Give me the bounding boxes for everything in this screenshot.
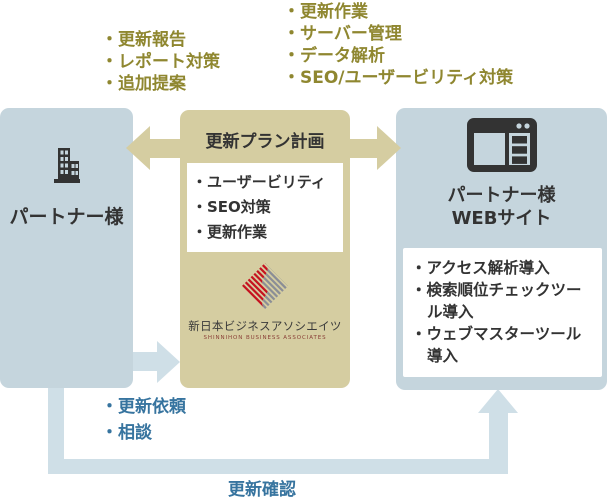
list-item: ・ウェブマスターツール導入: [411, 325, 582, 365]
list-item: ・データ解析: [283, 46, 385, 66]
company-logo-name: 新日本ビジネスアソシエイツ: [188, 319, 342, 333]
update-check-connector-vertical-right: [489, 412, 508, 474]
update-check-connector-vertical-left: [48, 386, 64, 474]
arrow-plan-to-website-head: [377, 126, 401, 170]
partner-to-plan-items-list: ・更新依頼 ・相談: [101, 394, 186, 446]
plan-to-website-items-list: ・更新作業 ・サーバー管理 ・データ解析 ・SEO/ユーザービリティ対策: [283, 1, 513, 89]
list-item: ・更新作業: [283, 2, 368, 22]
list-item: ・ユーザービリティ: [192, 173, 326, 191]
list-item: ・SEO/ユーザービリティ対策: [283, 68, 514, 88]
list-item: ・SEO対策: [192, 198, 271, 216]
company-logo-name-en: SHINNIHON BUSINESS ASSOCIATES: [203, 335, 327, 341]
arrow-plan-to-website-shaft: [344, 139, 378, 158]
arrow-plan-to-partner-shaft: [148, 139, 184, 158]
list-item: ・更新作業: [192, 223, 268, 241]
update-check-connector-horizontal: [48, 459, 508, 474]
list-item: ・更新報告: [101, 30, 186, 50]
company-logo: 新日本ビジネスアソシエイツ SHINNIHON BUSINESS ASSOCIA…: [180, 260, 350, 341]
website-box-label-line1: パートナー様: [447, 185, 556, 206]
building-icon: [0, 148, 133, 187]
plan-to-partner-items-list: ・更新報告 ・レポート対策 ・追加提案: [101, 29, 220, 95]
partner-website-box: パートナー様 WEBサイト ・アクセス解析導入 ・検索順位チェックツール導入 ・…: [396, 108, 607, 390]
list-item: ・追加提案: [101, 74, 186, 94]
partner-box-label: パートナー様: [9, 206, 124, 228]
list-item: ・更新依頼: [101, 397, 186, 417]
arrow-plan-to-partner-head: [126, 126, 150, 170]
list-item: ・検索順位チェックツール導入: [411, 281, 582, 321]
list-item: ・レポート対策: [101, 52, 220, 72]
plan-items-panel: ・ユーザービリティ ・SEO対策 ・更新作業: [187, 163, 343, 252]
company-logo-icon: [240, 262, 290, 316]
website-box-label-line2: WEBサイト: [451, 208, 552, 229]
partner-box: パートナー様: [0, 108, 133, 388]
update-plan-box: 更新プラン計画 ・ユーザービリティ ・SEO対策 ・更新作業: [180, 110, 350, 388]
plan-box-title: 更新プラン計画: [205, 132, 325, 152]
update-check-connector-arrowhead: [478, 389, 518, 413]
list-item: ・サーバー管理: [283, 24, 402, 44]
list-item: ・アクセス解析導入: [411, 259, 550, 277]
website-box-label: パートナー様 WEBサイト: [396, 184, 607, 230]
arrow-partner-to-plan-head: [157, 341, 180, 383]
list-item: ・相談: [101, 423, 152, 443]
update-check-label: 更新確認: [228, 480, 296, 498]
website-tools-panel: ・アクセス解析導入 ・検索順位チェックツール導入 ・ウェブマスターツール導入: [403, 248, 602, 377]
browser-window-icon: [396, 118, 607, 176]
